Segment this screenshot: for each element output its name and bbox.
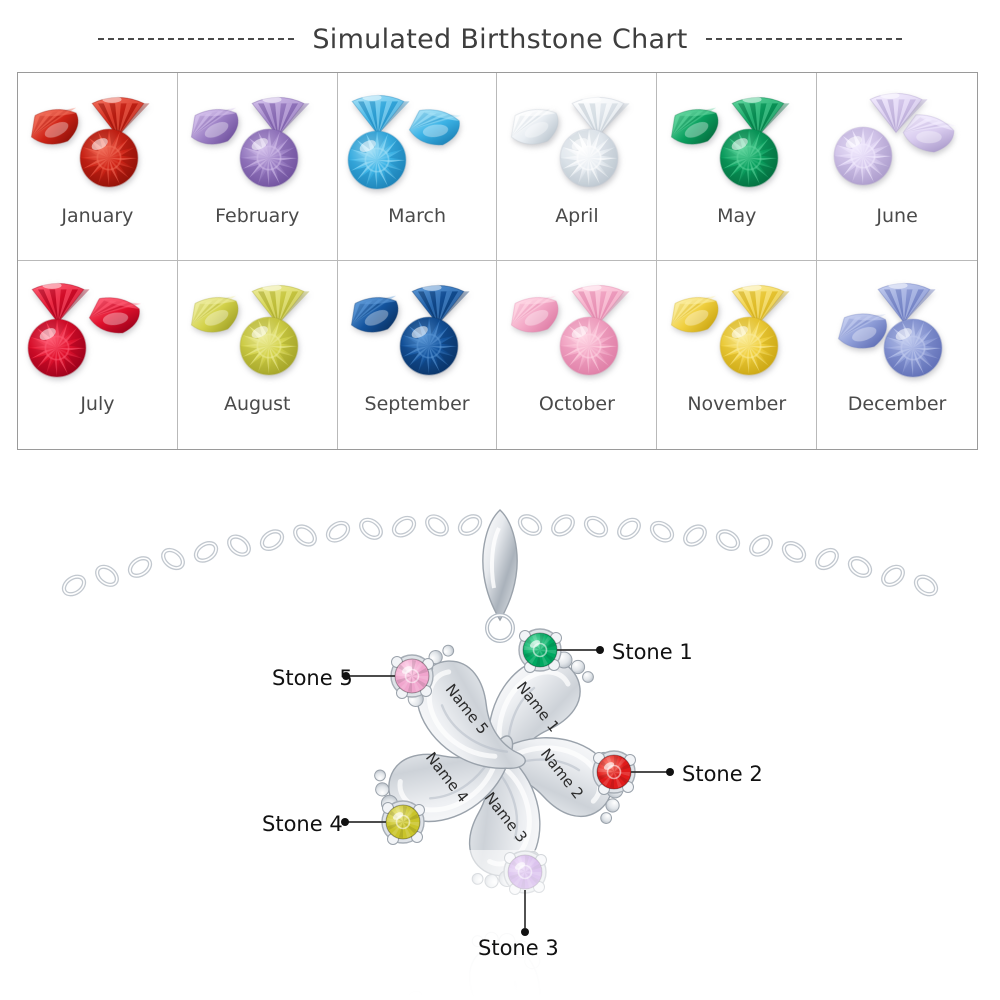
gem-cluster-october <box>502 271 652 391</box>
foot-petal-5: Name 5 <box>407 644 526 770</box>
stone-1[interactable] <box>518 628 562 673</box>
gem-round-icon <box>79 128 139 188</box>
birthstone-cell-august[interactable]: August <box>178 261 338 449</box>
gem-cone-icon <box>568 89 630 138</box>
gem-cluster-september <box>342 271 492 391</box>
birthstone-cell-september[interactable]: September <box>338 261 498 449</box>
page-title: Simulated Birthstone Chart <box>312 23 688 55</box>
gem-cone-icon <box>728 89 790 138</box>
gem-round-icon <box>239 316 299 376</box>
gem-side-icon <box>660 287 726 342</box>
birthstone-cell-may[interactable]: May <box>657 73 818 261</box>
month-label: March <box>388 205 447 227</box>
gem-cone-icon <box>88 89 150 138</box>
month-label: July <box>80 393 115 415</box>
stone-1-leader <box>557 646 604 654</box>
stone-2[interactable] <box>592 750 636 795</box>
month-label: February <box>215 205 300 227</box>
stone-5[interactable] <box>390 654 434 699</box>
month-label: September <box>364 393 470 415</box>
title-dash-left <box>98 38 295 40</box>
gem-side-icon <box>340 287 406 342</box>
stone-2-label: Stone 2 <box>682 762 763 786</box>
gem-round-icon <box>833 126 893 186</box>
gem-cone-icon <box>248 89 310 138</box>
month-label: November <box>687 393 787 415</box>
stone-1-label: Stone 1 <box>612 640 693 664</box>
gem-cone-icon <box>874 275 936 324</box>
month-label: May <box>717 205 757 227</box>
birthstone-cell-march[interactable]: March <box>337 73 498 261</box>
gem-side-icon <box>20 99 86 154</box>
title-dash-right <box>705 38 902 40</box>
stone-4-label: Stone 4 <box>262 812 343 836</box>
gem-cone-icon <box>866 85 928 134</box>
gem-round-icon <box>719 128 779 188</box>
gem-side-icon <box>660 99 726 154</box>
birthstone-cell-january[interactable]: January <box>18 73 178 261</box>
necklace-svg: Name 1 Name 2 Name 3 <box>61 509 939 1000</box>
gem-cluster-november <box>662 271 812 391</box>
stone-2-leader <box>631 768 674 776</box>
gem-cone-icon <box>248 277 310 326</box>
page-title-bar: Simulated Birthstone Chart <box>0 18 1000 60</box>
gem-cluster-january <box>22 83 172 203</box>
gem-round-icon <box>719 316 779 376</box>
gem-round-icon <box>239 128 299 188</box>
gem-side-icon <box>82 290 144 340</box>
gem-side-icon <box>894 105 961 162</box>
birthstone-cell-october[interactable]: October <box>497 261 658 449</box>
necklace-chain <box>61 514 939 597</box>
stone-5-label: Stone 5 <box>272 666 353 690</box>
gem-cone-icon <box>28 275 90 324</box>
gem-side-icon <box>500 287 566 342</box>
stone-4[interactable] <box>381 800 425 845</box>
birthstone-cell-november[interactable]: November <box>657 261 818 449</box>
product-necklace-image: Name 1 Name 2 Name 3 <box>0 450 1000 1000</box>
birthstone-chart-table: January <box>17 72 978 450</box>
gem-cone-icon <box>348 87 410 136</box>
gem-side-icon <box>180 99 246 154</box>
gem-cluster-august <box>182 271 332 391</box>
gem-cone-icon <box>408 277 470 326</box>
gem-side-icon <box>180 287 246 342</box>
gem-cluster-december <box>822 271 972 391</box>
gem-side-icon <box>830 306 892 356</box>
gem-cluster-june <box>822 83 972 203</box>
gem-cone-icon <box>728 277 790 326</box>
gem-round-icon <box>399 316 459 376</box>
birthstone-cell-december[interactable]: December <box>817 261 977 449</box>
month-label: January <box>61 205 134 227</box>
gem-cluster-july <box>22 271 172 391</box>
gem-round-icon <box>883 318 943 378</box>
birthstone-cell-april[interactable]: April <box>497 73 658 261</box>
month-label: December <box>847 393 947 415</box>
stone-3-leader <box>521 890 529 936</box>
month-label: August <box>223 393 291 415</box>
gem-side-icon <box>500 99 566 154</box>
gem-cluster-february <box>182 83 332 203</box>
pendant-bail <box>482 509 518 643</box>
birthstone-cell-july[interactable]: July <box>18 261 178 449</box>
gem-cluster-april <box>502 83 652 203</box>
gem-cluster-may <box>662 83 812 203</box>
gem-cone-icon <box>568 277 630 326</box>
month-label: April <box>555 205 599 227</box>
stone-5-leader <box>342 672 395 680</box>
month-label: October <box>538 393 615 415</box>
gem-round-icon <box>559 128 619 188</box>
month-label: June <box>876 205 918 227</box>
gem-side-icon <box>402 102 464 152</box>
gem-round-icon <box>27 318 87 378</box>
gem-cluster-march <box>342 83 492 203</box>
birthstone-cell-february[interactable]: February <box>177 73 338 261</box>
gem-round-icon <box>347 130 407 190</box>
gem-round-icon <box>559 316 619 376</box>
birthstone-cell-june[interactable]: June <box>817 73 977 261</box>
reflection-fade <box>300 850 700 1000</box>
stone-3-label: Stone 3 <box>478 936 559 960</box>
stone-4-leader <box>341 818 386 826</box>
